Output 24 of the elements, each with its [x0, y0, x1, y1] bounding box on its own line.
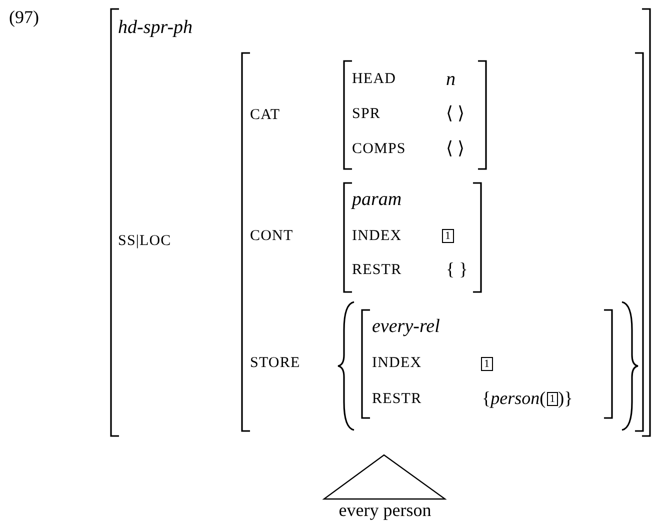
feature-name: STORE [250, 356, 300, 371]
type-label: param [352, 190, 402, 209]
feature-value: ⟨ ⟩ [446, 104, 464, 122]
feature-name: CAT [250, 108, 280, 123]
index-tag: 1 [442, 229, 454, 243]
feature-path: SS|LOC [118, 234, 172, 249]
type-label: hd-spr-ph [118, 18, 193, 37]
feature-value: )} [558, 388, 573, 408]
index-tag: 1 [481, 357, 492, 371]
type-label: every-rel [372, 317, 440, 336]
feature-name: SPR [352, 107, 380, 122]
feature-name: INDEX [372, 356, 422, 371]
feature-value: n [446, 70, 456, 89]
example-number: (97) [9, 8, 39, 26]
feature-value: { } [446, 260, 468, 278]
feature-name: RESTR [352, 263, 402, 278]
feature-name: COMPS [352, 142, 406, 157]
feature-name: CONT [250, 229, 294, 244]
index-tag: 1 [546, 392, 558, 406]
feature-name: RESTR [372, 392, 422, 407]
feature-name: INDEX [352, 229, 402, 244]
feature-value: {person( [482, 388, 546, 408]
feature-value: ⟨ ⟩ [446, 139, 464, 157]
feature-name: HEAD [352, 72, 396, 87]
